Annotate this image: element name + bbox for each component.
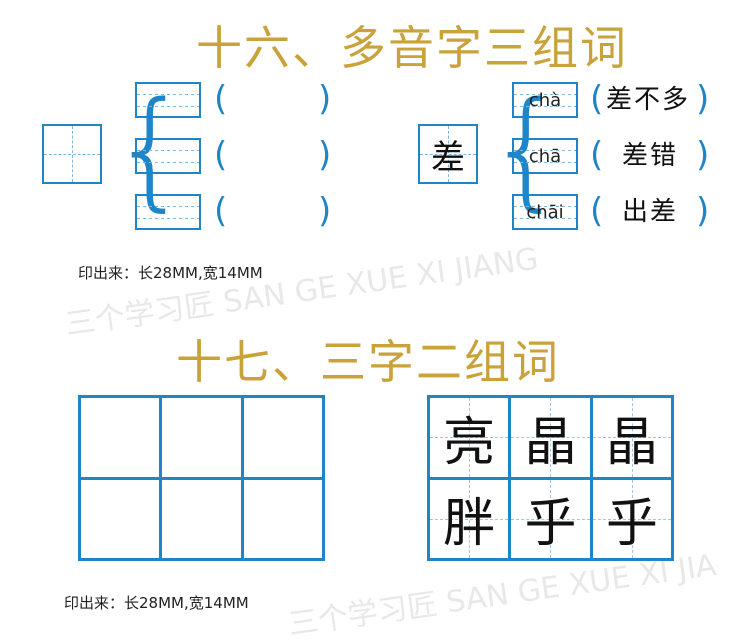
char-box (42, 124, 102, 184)
print-note: 印出来：长28MM,宽14MM (64, 594, 249, 612)
pinyin-box: chà (512, 82, 578, 118)
pinyin-box (135, 82, 201, 118)
grid-char: 亮 (443, 412, 496, 473)
grid-cell: 乎 (511, 479, 590, 558)
word-text: 差不多 (606, 85, 691, 115)
grid-char: 乎 (605, 494, 658, 555)
char-box: 差 (418, 124, 478, 184)
grid-cell (162, 398, 241, 477)
pinyin-text: chāi (526, 201, 564, 223)
pinyin-box: chāi (512, 194, 578, 230)
grid-cell: 晶 (511, 398, 590, 477)
open-paren: ( (590, 79, 604, 119)
char-box-text: 差 (431, 137, 465, 178)
empty-grid (78, 395, 325, 561)
close-paren: ) (696, 79, 710, 119)
grid-cell: 亮 (430, 398, 509, 477)
section-17-title: 十七、三字二组词 (176, 335, 560, 389)
grid-cell: 乎 (592, 479, 672, 558)
close-paren: ) (318, 191, 332, 231)
grid-cell: 胖 (430, 479, 509, 558)
word-text: 差错 (622, 141, 679, 171)
grid-cell (81, 479, 160, 558)
close-paren: ) (318, 79, 332, 119)
pinyin-box (135, 138, 201, 174)
pinyin-box (135, 194, 201, 230)
open-paren: ( (590, 135, 604, 175)
pinyin-text: chā (528, 145, 562, 167)
open-paren: ( (590, 191, 604, 231)
open-paren: ( (214, 135, 228, 175)
grid-char: 乎 (524, 494, 577, 555)
open-paren: ( (214, 79, 228, 119)
print-note: 印出来：长28MM,宽14MM (78, 264, 263, 282)
section-16-title: 十六、多音字三组词 (196, 21, 628, 75)
grid-char: 晶 (605, 412, 658, 473)
close-paren: ) (696, 191, 710, 231)
grid-char: 胖 (443, 494, 496, 555)
word-text: 出差 (622, 197, 679, 227)
pinyin-text: chà (528, 89, 562, 111)
grid-cell (81, 398, 160, 477)
word-grid: 亮 晶 晶 胖 乎 乎 (427, 395, 674, 561)
close-paren: ) (318, 135, 332, 175)
close-paren: ) (696, 135, 710, 175)
open-paren: ( (214, 191, 228, 231)
grid-char: 晶 (524, 412, 577, 473)
grid-cell: 晶 (592, 398, 672, 477)
grid-cell (243, 398, 322, 477)
pinyin-box: chā (512, 138, 578, 174)
grid-cell (243, 479, 322, 558)
grid-cell (162, 479, 241, 558)
